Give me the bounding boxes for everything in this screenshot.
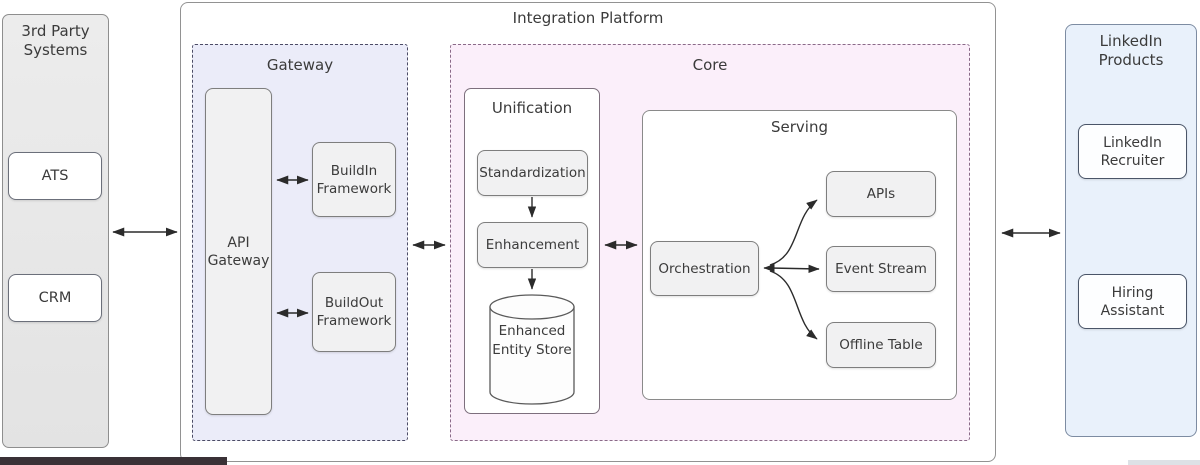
ats-box: ATS (8, 152, 102, 200)
enhancement-box: Enhancement (477, 222, 588, 268)
buildin-framework-box: BuildIn Framework (312, 142, 396, 217)
core-title: Core (692, 56, 728, 74)
buildout-framework-box: BuildOut Framework (312, 272, 396, 352)
third-party-systems-container (2, 14, 109, 448)
standardization-box: Standardization (477, 150, 588, 196)
linkedin-products-container (1065, 24, 1197, 437)
third-party-systems-title: 3rd Party Systems (21, 22, 90, 59)
progress-bar-light-segment (1128, 460, 1200, 465)
gateway-title: Gateway (266, 56, 334, 74)
unification-title: Unification (491, 99, 573, 117)
progress-bar-dark-segment (0, 457, 227, 465)
integration-platform-title: Integration Platform (512, 9, 664, 27)
event-stream-box: Event Stream (826, 246, 936, 292)
hiring-assistant-box: Hiring Assistant (1078, 274, 1187, 329)
offline-table-box: Offline Table (826, 322, 936, 368)
enhanced-entity-store-label: Enhanced Entity Store (492, 323, 572, 358)
crm-box: CRM (8, 274, 102, 322)
apis-box: APIs (826, 171, 936, 217)
orchestration-box: Orchestration (650, 241, 759, 296)
api-gateway-box: API Gateway (205, 88, 272, 415)
linkedin-recruiter-box: LinkedIn Recruiter (1078, 124, 1187, 179)
serving-title: Serving (771, 118, 828, 136)
linkedin-products-title: LinkedIn Products (1098, 32, 1164, 69)
